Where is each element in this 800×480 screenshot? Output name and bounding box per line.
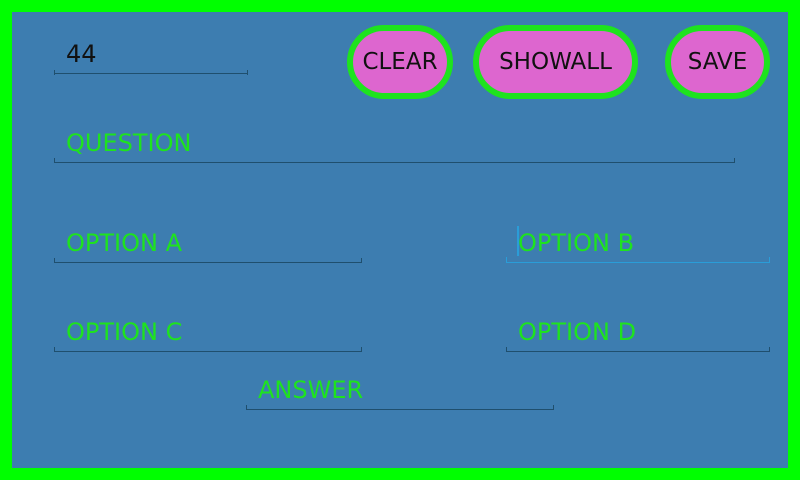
showall-button[interactable]: SHOWALL [473,25,638,99]
option-c-tick-right [361,347,362,352]
question-input[interactable] [54,123,735,163]
option-d-tick-right [769,347,770,352]
option-b-focus-tick-right [769,257,770,263]
option-b-focus-underline [506,262,770,263]
option-d-input[interactable] [506,312,770,352]
option-b-input[interactable] [506,223,770,263]
option-b-focus-tick-left [506,257,507,263]
clear-button[interactable]: CLEAR [347,25,453,99]
answer-tick-right [553,405,554,410]
question-number-tick-left [54,70,55,75]
option-d-tick-left [506,347,507,352]
question-tick-right [734,158,735,163]
option-c-input[interactable] [54,312,362,352]
option-a-input[interactable] [54,223,362,263]
option-a-tick-right [361,258,362,263]
answer-tick-left [246,405,247,410]
answer-input[interactable] [246,370,554,410]
option-b-text-caret [517,226,519,256]
question-number-tick-right [247,70,248,75]
option-c-tick-left [54,347,55,352]
save-button[interactable]: SAVE [665,25,770,99]
option-a-tick-left [54,258,55,263]
question-tick-left [54,158,55,163]
question-number-input[interactable] [54,34,248,74]
